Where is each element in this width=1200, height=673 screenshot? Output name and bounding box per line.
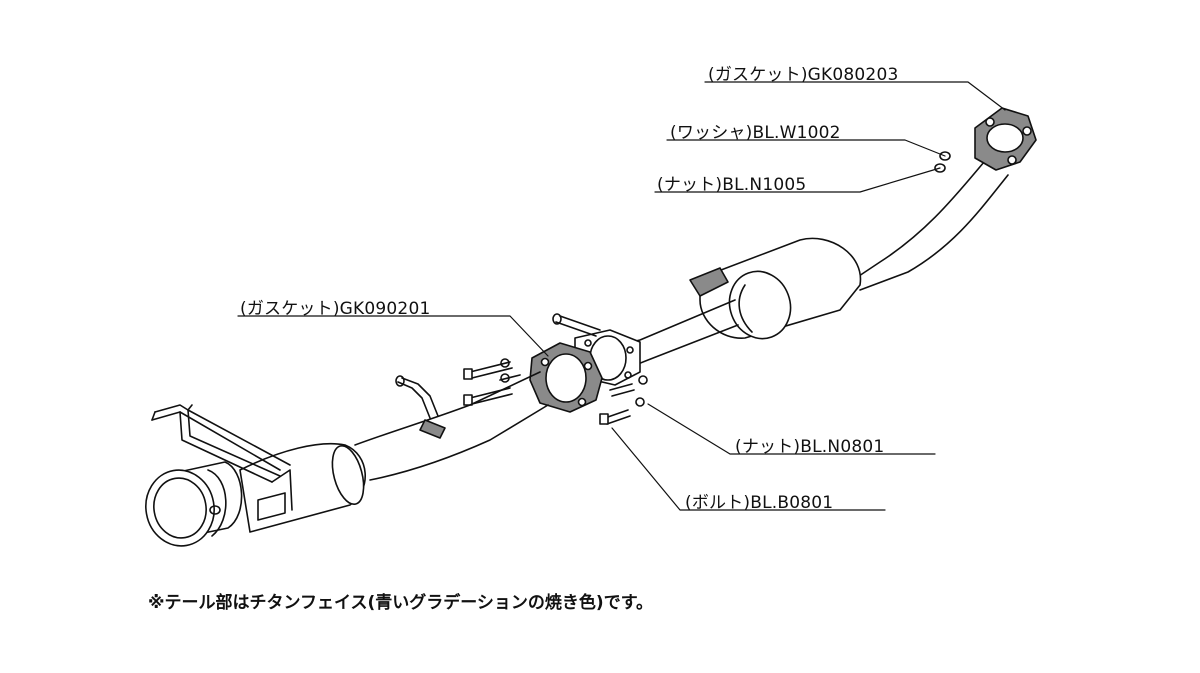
tail-bracket (151, 404, 293, 521)
label-nut-front: (ナット)BL.N1005 (657, 175, 807, 195)
center-gasket (529, 342, 603, 413)
label-bolt-mid: (ボルト)BL.B0801 (685, 493, 834, 513)
label-nut-mid: (ナット)BL.N0801 (735, 437, 885, 457)
label-gasket-mid: (ガスケット)GK090201 (240, 299, 431, 319)
front-pipe (849, 154, 1009, 291)
rear-pipe (354, 371, 549, 481)
tail-tip (145, 461, 243, 547)
front-washer-nut (934, 151, 951, 173)
front-flange-gasket (974, 107, 1037, 171)
muffler (689, 237, 862, 340)
bolts-left (463, 358, 521, 406)
center-studs (552, 313, 601, 337)
label-gasket-front: (ガスケット)GK080203 (708, 65, 899, 85)
leader-lines (237, 81, 1006, 511)
label-washer: (ワッシャ)BL.W1002 (670, 123, 841, 143)
bolts-right (599, 375, 648, 425)
titanium-face-note: ※テール部はチタンフェイス(青いグラデーションの焼き色)です。 (148, 593, 654, 613)
